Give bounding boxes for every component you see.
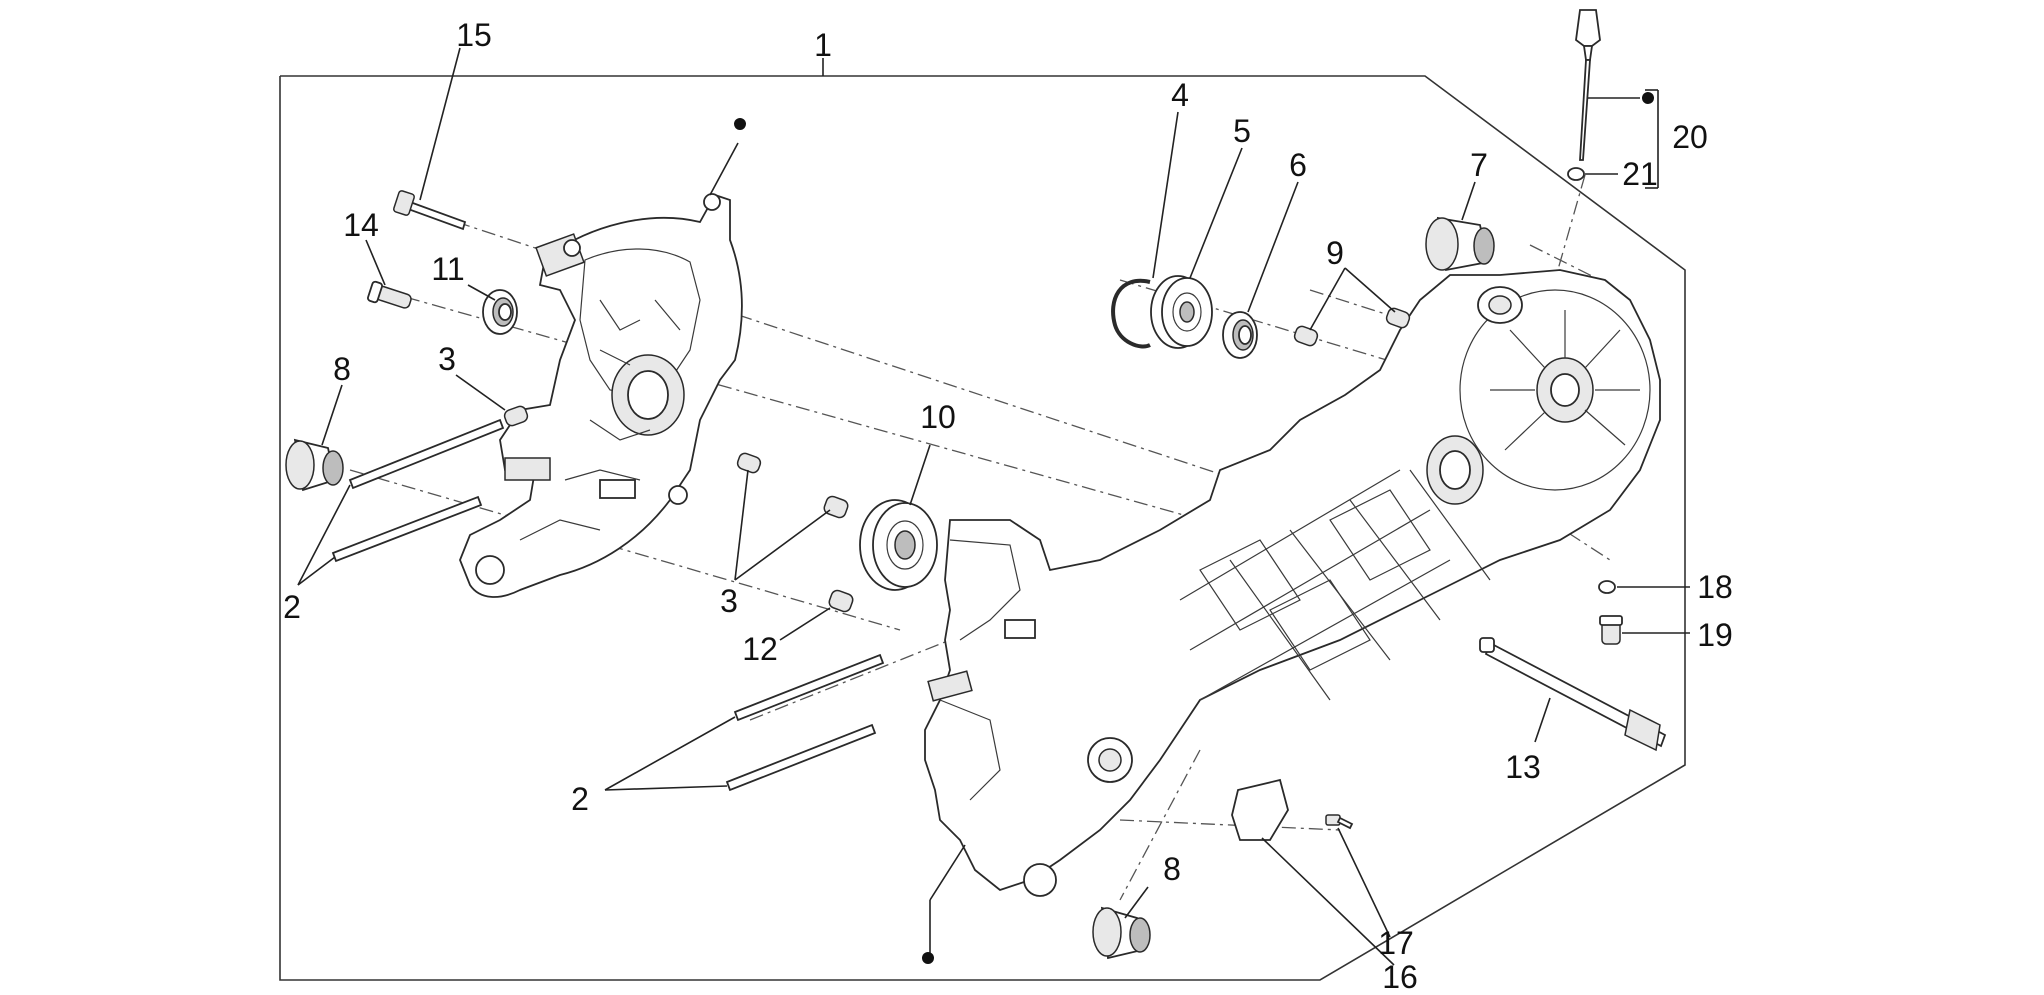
callout-4: 4 [1171,77,1189,113]
part-14-pin [367,280,412,309]
part-15-bolt [393,190,467,231]
part-9-bushes [1293,307,1411,347]
callout-1: 1 [814,27,832,63]
part-13-shaft [1479,637,1667,752]
part-2-studs [331,418,885,792]
part-8-silent-block-right [1092,906,1151,960]
callout-17: 17 [1378,925,1414,961]
part-21-washer [1567,167,1585,181]
callout-15: 15 [456,17,492,53]
part-4-circlip [1111,278,1151,349]
reference-dots [734,92,1654,964]
part-8-silent-block-left [285,438,344,492]
callout-2-lower: 2 [571,781,589,817]
callout-6: 6 [1289,147,1307,183]
part-10-bearing [859,499,938,591]
callout-2-left: 2 [283,589,301,625]
right-crankcase-half [924,269,1661,897]
part-6-oil-seal [1222,311,1258,359]
part-7-silent-block [1425,216,1495,272]
callout-5: 5 [1233,113,1251,149]
callout-19: 19 [1697,617,1733,653]
part-11-oil-seal [482,289,518,335]
part-18-washer [1598,580,1616,594]
callout-14: 14 [343,207,379,243]
callout-3-lower: 3 [720,583,738,619]
callout-labels: 1 15 14 11 3 8 2 3 12 10 2 4 5 6 9 7 20 … [283,17,1733,995]
assembly-frame [279,75,1686,981]
callout-21: 21 [1622,156,1658,192]
part-19-plug [1599,615,1623,645]
part-12-bush [828,589,854,613]
callout-18: 18 [1697,569,1733,605]
part-20-dipstick [1575,9,1601,161]
callout-8-right: 8 [1163,851,1181,887]
part-17-screw [1325,814,1354,830]
callout-13: 13 [1505,749,1541,785]
callout-20: 20 [1672,119,1708,155]
left-crankcase-half [459,193,743,598]
part-3-dowels [503,405,849,519]
part-16-cover-plate [1231,778,1289,841]
callout-10: 10 [920,399,956,435]
callout-9: 9 [1326,235,1344,271]
callout-12: 12 [742,631,778,667]
callout-11: 11 [431,251,464,287]
callout-3-upper: 3 [438,341,456,377]
callout-16: 16 [1382,959,1418,995]
leader-lines [297,47,1690,966]
part-5-bearing [1150,275,1213,349]
callout-8-left: 8 [333,351,351,387]
callout-7: 7 [1470,147,1488,183]
